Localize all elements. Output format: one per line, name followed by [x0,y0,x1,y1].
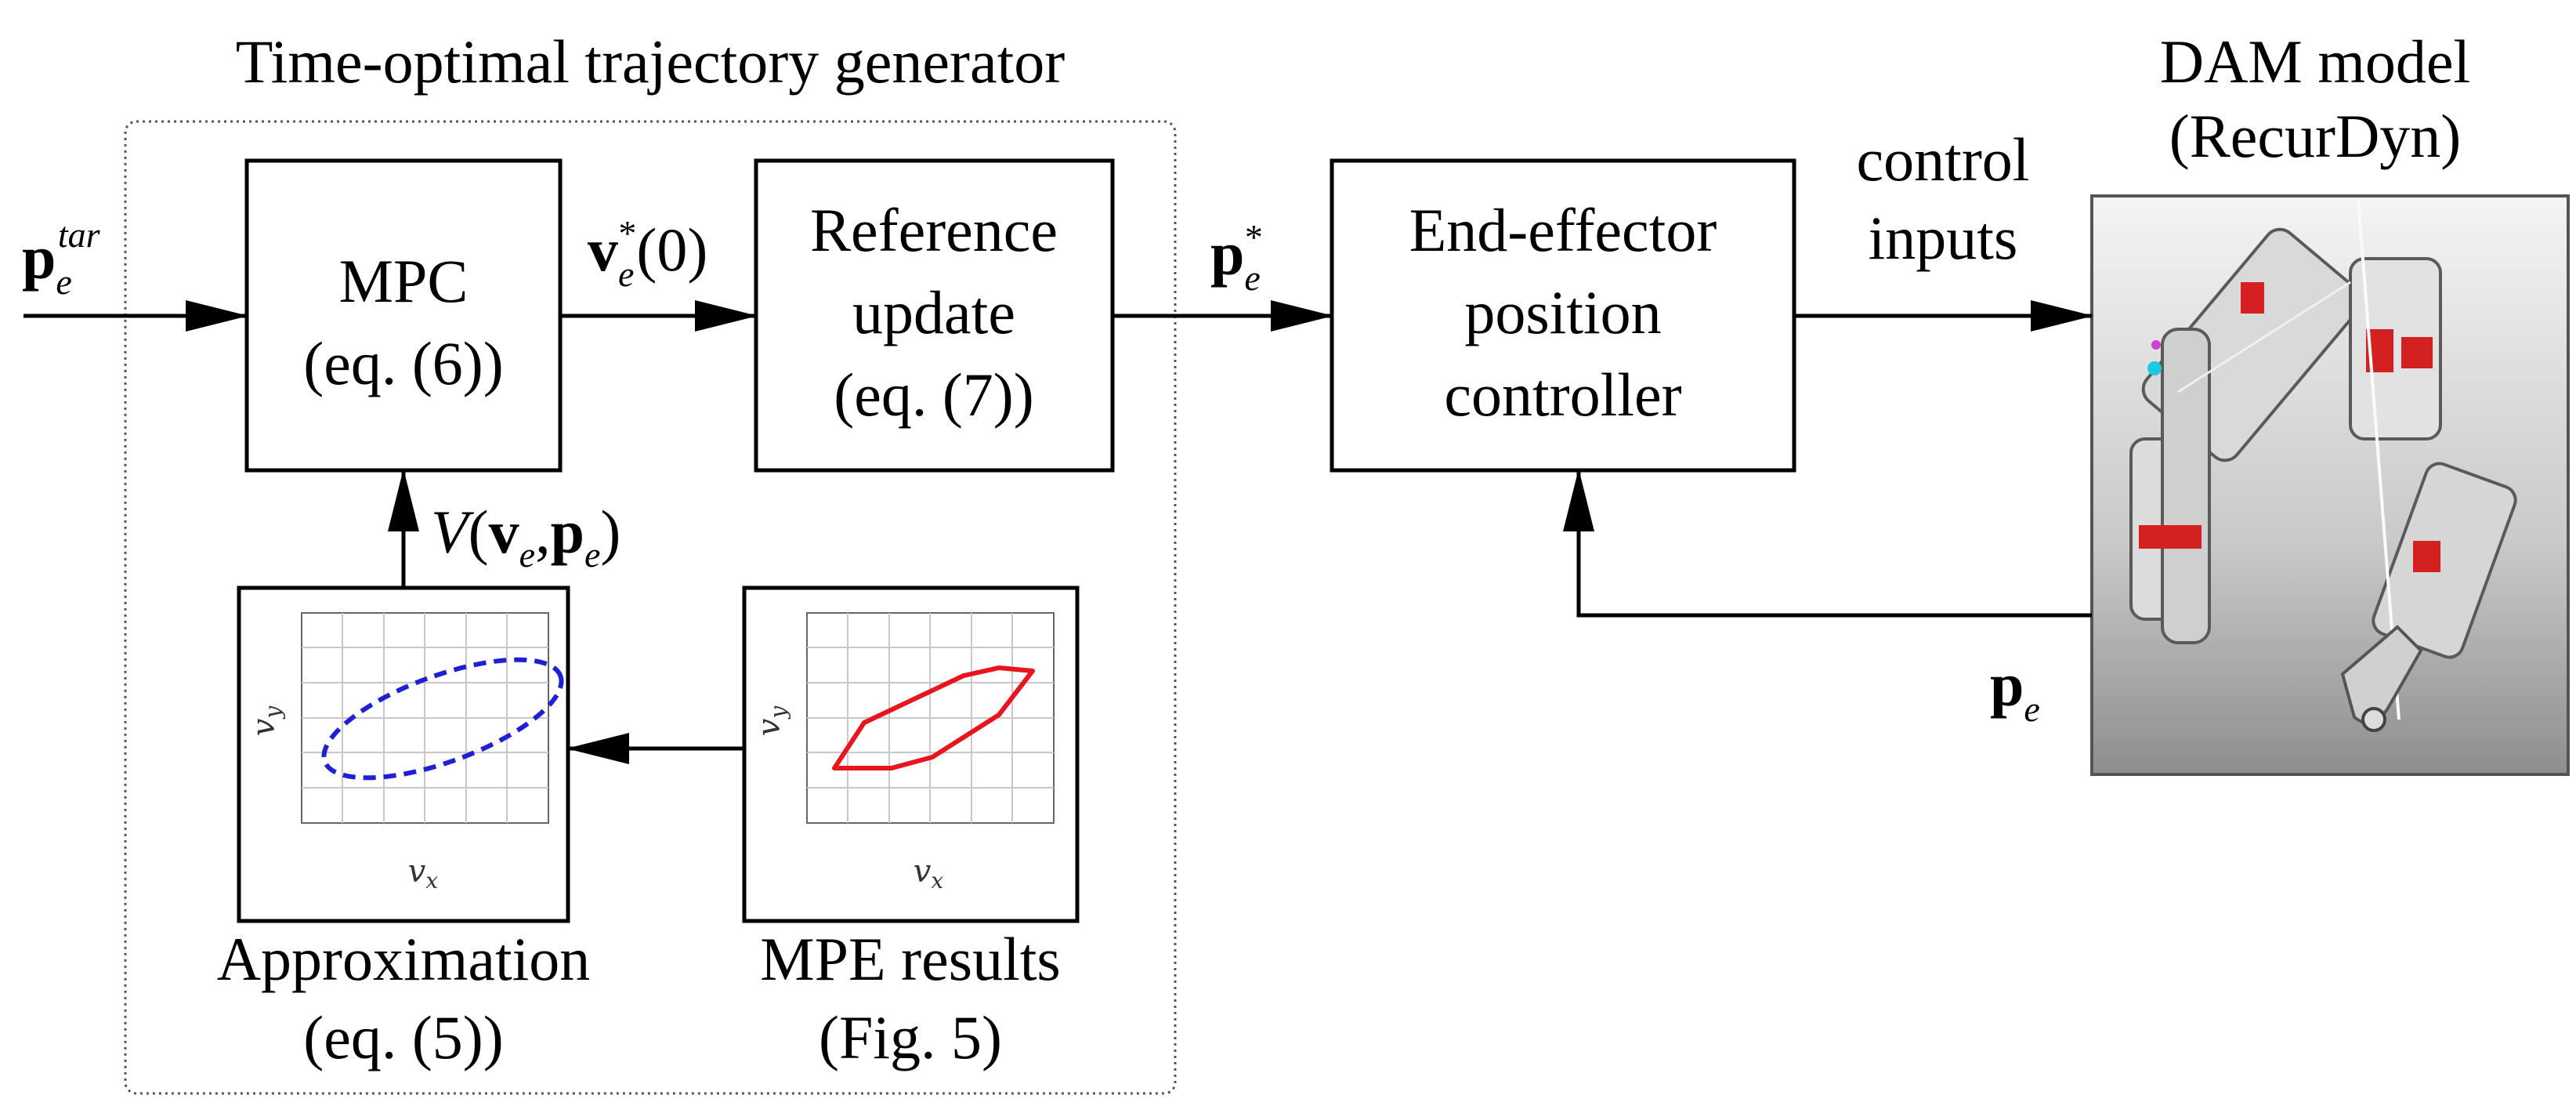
approximation-ylabel: vy [246,705,286,737]
mpe-caption-2: (Fig. 5) [819,1003,1002,1071]
approximation-caption-1: Approximation [217,925,591,993]
mpe-xlabel: vx [914,854,944,894]
label-control-inputs-1: control [1857,125,2030,194]
trajectory-generator-group [124,120,1177,1095]
mpc-block[interactable] [244,158,563,473]
mpe-ylabel: vy [751,705,791,737]
arrow-feedback [1563,469,2092,618]
label-value-function: V(ve,pe) [431,498,620,575]
reference-update-eq: (eq. (7)) [834,361,1034,429]
label-p-star: pe* [1210,217,1263,298]
controller-label-1: End-effector [1409,196,1717,264]
mpe-caption-1: MPE results [760,925,1061,993]
mpc-eq: (eq. (6)) [303,329,504,397]
label-p-tar: petar [22,215,101,302]
mpc-label: MPC [339,247,469,315]
approximation-plot [301,612,564,824]
controller-label-2: position [1464,278,1661,346]
controller-label-3: controller [1444,361,1681,429]
approximation-xlabel: vx [408,854,439,894]
mpe-results-plot [806,612,1055,824]
dam-model-render [2090,194,2570,776]
dam-model-title-1: DAM model [2160,27,2470,96]
approximation-caption-2: (eq. (5)) [303,1003,504,1071]
reference-update-label-1: Reference [810,196,1058,264]
approximation-ellipse [321,657,564,781]
label-control-inputs-2: inputs [1869,204,2018,272]
mpe-polygon [832,665,1035,770]
reference-update-label-2: update [852,278,1015,346]
dam-model-title-2: (RecurDyn) [2169,102,2462,170]
label-p-e: pe [1990,651,2040,729]
reference-update-block[interactable] [754,158,1115,473]
group-title: Time-optimal trajectory generator [236,27,1065,96]
position-controller-block[interactable] [1330,158,1796,473]
label-v-star: ve*(0) [588,213,707,294]
